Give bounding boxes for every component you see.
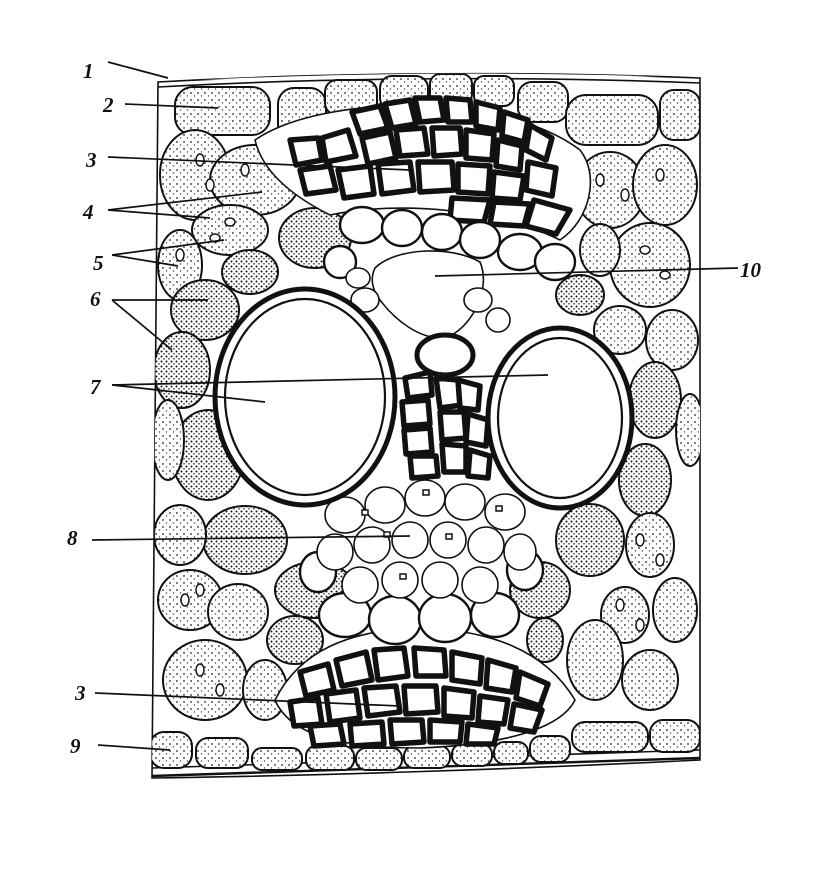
- leader-4b: [107, 209, 211, 219]
- label-8: 8: [67, 526, 78, 550]
- leader-2: [124, 103, 219, 109]
- label-3-top: 3: [85, 148, 97, 172]
- mesophyll-right: [509, 144, 700, 711]
- lower-epidermis: [152, 719, 700, 778]
- label-1: 1: [83, 59, 94, 83]
- metaxylem-vessel-right: [485, 325, 635, 511]
- leader-6b: [111, 299, 173, 351]
- leader-4a: [107, 191, 263, 211]
- bundle-sheath: [298, 205, 577, 646]
- labels: 1 2 3 4 5 6 7 8 3 9 10: [67, 59, 762, 758]
- label-2: 2: [102, 93, 114, 117]
- leader-5b: [111, 254, 179, 267]
- xylem-small-cells: [399, 332, 493, 481]
- leader-3-top: [107, 156, 411, 171]
- leader-3-bottom: [94, 692, 401, 707]
- leader-8: [91, 535, 411, 541]
- label-6: 6: [90, 287, 101, 311]
- leader-1: [107, 61, 169, 79]
- leader-7a: [111, 374, 549, 386]
- leader-10: [434, 267, 739, 277]
- lower-sclerenchyma-cap: [274, 627, 576, 749]
- metaxylem-vessel-left: [212, 286, 398, 508]
- label-3-bottom: 3: [74, 681, 86, 705]
- upper-sclerenchyma-cap: [254, 95, 592, 241]
- vascular-bundle: [212, 95, 635, 749]
- phloem: [316, 479, 537, 604]
- leader-9: [97, 744, 171, 751]
- label-10: 10: [740, 258, 762, 282]
- label-9: 9: [70, 734, 81, 758]
- protoxylem-lacuna: [345, 250, 511, 339]
- leader-7b: [111, 384, 266, 403]
- chloroplasts: [175, 153, 671, 697]
- label-7: 7: [90, 375, 102, 399]
- leader-lines: [91, 61, 739, 751]
- label-5: 5: [93, 251, 104, 275]
- label-4: 4: [82, 200, 94, 224]
- leader-5a: [111, 239, 225, 256]
